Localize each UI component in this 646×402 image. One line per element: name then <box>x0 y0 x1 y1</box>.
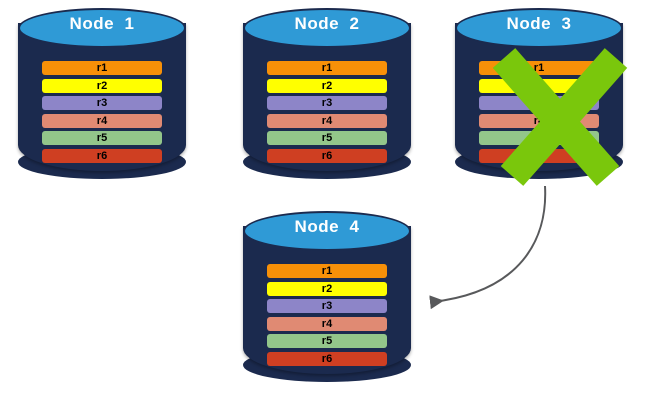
record-row[interactable]: r4 <box>267 316 387 331</box>
record-row[interactable]: r1 <box>267 61 387 75</box>
node-2-cylinder-top <box>243 8 411 48</box>
record-row[interactable]: r4 <box>479 113 599 128</box>
record-row[interactable]: r1 <box>267 264 387 278</box>
record-row[interactable]: r4 <box>42 113 162 128</box>
node-1-title: Node 1 <box>69 14 135 33</box>
node-3[interactable]: Node 3 r1 r2 r3 r4 r5 r6 <box>455 6 623 188</box>
record-row[interactable]: r2 <box>267 78 387 93</box>
node-4-record-list: r1 r2 r3 r4 r5 r6 <box>267 264 387 369</box>
record-row[interactable]: r6 <box>267 351 387 366</box>
record-row[interactable]: r5 <box>479 131 599 145</box>
record-row[interactable]: r2 <box>479 78 599 93</box>
record-row[interactable]: r1 <box>42 61 162 75</box>
record-row[interactable]: r3 <box>42 96 162 110</box>
node-3-record-list: r1 r2 r3 r4 r5 r6 <box>479 61 599 166</box>
record-row[interactable]: r6 <box>479 148 599 163</box>
node-1-record-list: r1 r2 r3 r4 r5 r6 <box>42 61 162 166</box>
record-row[interactable]: r3 <box>267 96 387 110</box>
record-row[interactable]: r6 <box>267 148 387 163</box>
node-2-record-list: r1 r2 r3 r4 r5 r6 <box>267 61 387 166</box>
record-row[interactable]: r6 <box>42 148 162 163</box>
node-4-cylinder-top <box>243 211 411 251</box>
record-row[interactable]: r2 <box>267 281 387 296</box>
node-1[interactable]: Node 1 r1 r2 r3 r4 r5 r6 <box>18 6 186 188</box>
record-row[interactable]: r4 <box>267 113 387 128</box>
failover-arrow-path <box>429 185 547 310</box>
node-1-cylinder-top <box>18 8 186 48</box>
node-3-title: Node 3 <box>506 14 572 33</box>
node-4[interactable]: Node 4 r1 r2 r3 r4 r5 r6 <box>243 209 411 391</box>
record-row[interactable]: r3 <box>267 299 387 313</box>
record-row[interactable]: r5 <box>267 131 387 145</box>
node-3-cylinder-top <box>455 8 623 48</box>
node-4-title: Node 4 <box>294 217 360 236</box>
record-row[interactable]: r3 <box>479 96 599 110</box>
record-row[interactable]: r5 <box>267 334 387 348</box>
node-2-title: Node 2 <box>294 14 360 33</box>
node-2[interactable]: Node 2 r1 r2 r3 r4 r5 r6 <box>243 6 411 188</box>
record-row[interactable]: r1 <box>479 61 599 75</box>
record-row[interactable]: r2 <box>42 78 162 93</box>
record-row[interactable]: r5 <box>42 131 162 145</box>
